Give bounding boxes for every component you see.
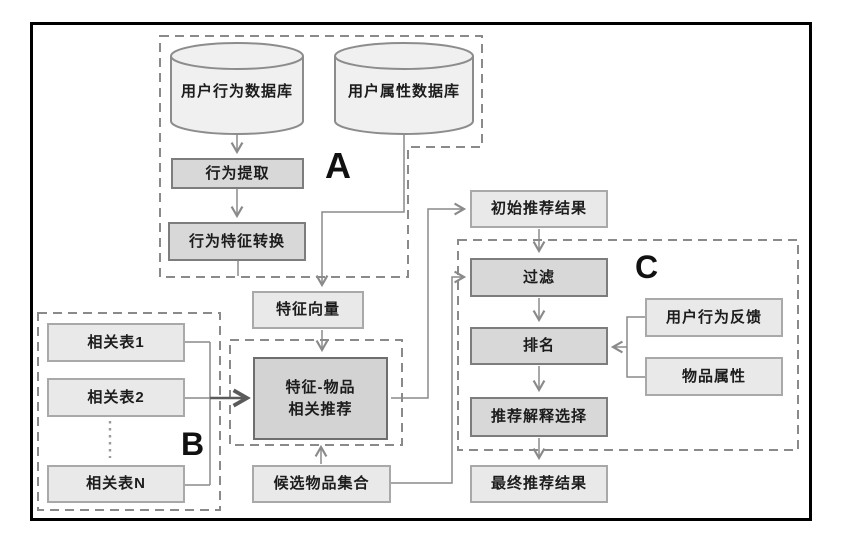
node-ranking: 排名 <box>470 327 608 365</box>
outer-border-frame <box>30 22 812 521</box>
node-related-table-2: 相关表2 <box>47 378 185 417</box>
database-cylinder-icon-attr <box>334 42 474 135</box>
database-cylinder-icon-behavior <box>170 42 304 135</box>
node-user-attr-db: 用户属性数据库 <box>347 83 460 100</box>
region-a-outline <box>159 35 483 278</box>
node-behavior-feature-convert: 行为特征转换 <box>168 222 306 261</box>
node-filter: 过滤 <box>470 258 608 297</box>
node-feature-item-rec-line1: 特征-物品 <box>285 378 356 396</box>
node-item-attributes: 物品属性 <box>645 357 783 396</box>
node-user-behavior-feedback: 用户行为反馈 <box>645 298 783 337</box>
node-related-table-n: 相关表N <box>47 465 185 503</box>
node-initial-rec-result: 初始推荐结果 <box>470 190 608 228</box>
node-feature-item-rec: 特征-物品 相关推荐 <box>253 357 388 440</box>
connector-lines <box>184 135 645 486</box>
node-feature-vector: 特征向量 <box>252 291 364 329</box>
region-label-a: A <box>325 145 351 186</box>
node-behavior-extract: 行为提取 <box>171 158 304 189</box>
node-related-table-1: 相关表1 <box>47 323 185 362</box>
region-label-b: B <box>181 426 205 462</box>
region-b-outline <box>37 312 221 511</box>
node-user-behavior-db: 用户行为数据库 <box>180 83 293 100</box>
region-label-c: C <box>635 249 659 285</box>
node-candidate-item-set: 候选物品集合 <box>252 465 391 503</box>
node-final-rec-result: 最终推荐结果 <box>470 465 608 503</box>
node-rec-explain-select: 推荐解释选择 <box>470 397 608 437</box>
region-c-outline <box>457 239 799 451</box>
node-feature-item-rec-line2: 相关推荐 <box>288 400 353 418</box>
